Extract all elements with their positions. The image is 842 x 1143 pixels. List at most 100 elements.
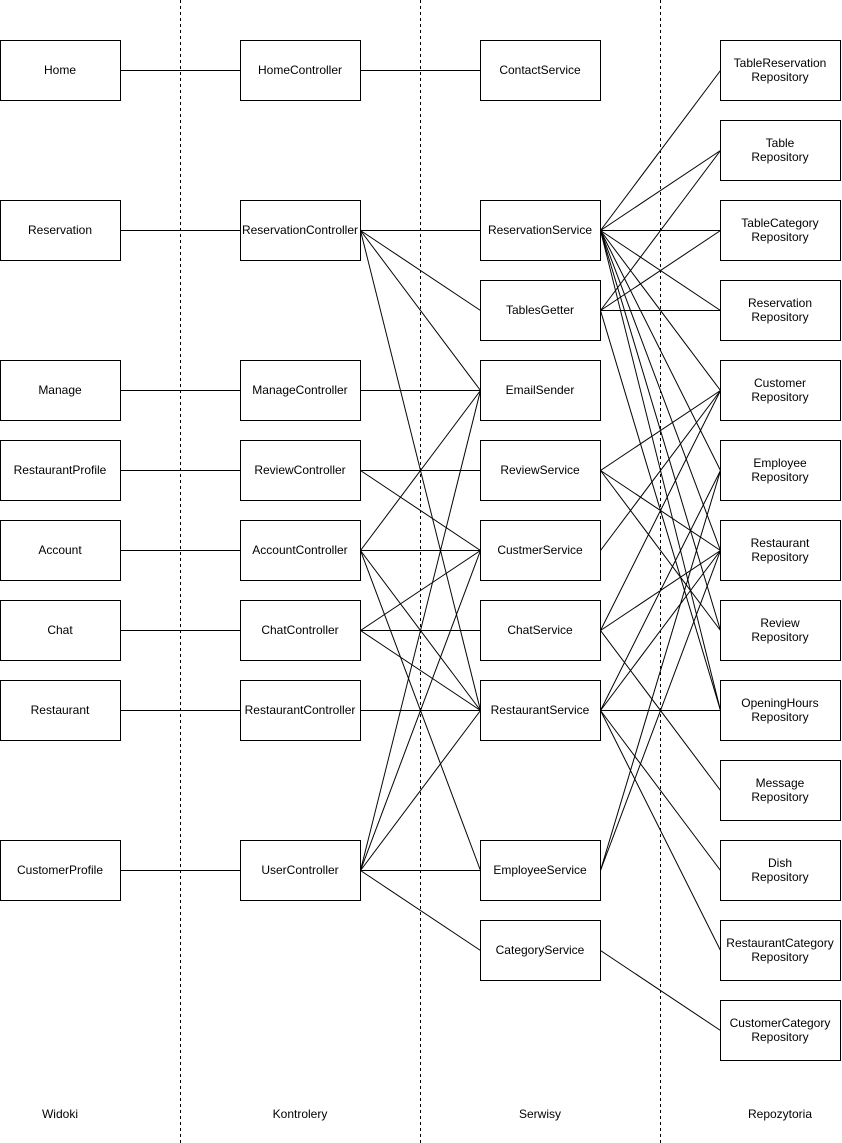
node-label: ReservationController (242, 223, 358, 237)
node-label: CustomerCategory (730, 1016, 831, 1030)
node-label: Repository (751, 630, 808, 644)
edge-tables-getter-to-table-repo (600, 150, 721, 311)
node-label: Repository (751, 1030, 808, 1044)
node-box (480, 280, 601, 341)
edge-restaurant-service-to-employee-repo (600, 470, 721, 711)
edge-review-service-to-customer-repo (600, 390, 721, 471)
node-label: CustmerService (497, 543, 583, 557)
node-email-sender: EmailSender (480, 360, 601, 421)
node-customer-profile: CustomerProfile (0, 840, 121, 901)
node-box (480, 360, 601, 421)
edge-chat-service-to-customer-repo (600, 390, 721, 631)
dependency-edges (120, 70, 721, 1031)
node-label: ChatController (261, 623, 338, 637)
node-manage: Manage (0, 360, 121, 421)
node-label: Account (38, 543, 82, 557)
node-box (0, 360, 121, 421)
node-manage-controller: ManageController (240, 360, 361, 421)
node-label: Dish (768, 856, 792, 870)
node-account-controller: AccountController (240, 520, 361, 581)
column-label-views: Widoki (42, 1107, 78, 1121)
node-label: Repository (751, 390, 808, 404)
edge-category-service-to-customer-category-repo (600, 950, 721, 1031)
edge-review-controller-to-customer-service (360, 470, 481, 551)
node-box (720, 280, 841, 341)
edge-employee-service-to-restaurant-repo (600, 550, 721, 871)
node-label: Home (44, 63, 76, 77)
node-box (480, 920, 601, 981)
node-label: Repository (751, 310, 808, 324)
edge-reservation-controller-to-tables-getter (360, 230, 481, 311)
node-label: RestaurantCategory (726, 936, 833, 950)
edge-user-controller-to-email-sender (360, 390, 481, 871)
node-label: ReviewService (500, 463, 580, 477)
node-label: Chat (47, 623, 73, 637)
edge-restaurant-service-to-restaurant-repo (600, 550, 721, 711)
node-box (720, 120, 841, 181)
node-label: UserController (261, 863, 338, 877)
node-box (720, 920, 841, 981)
edge-chat-controller-to-customer-service (360, 550, 481, 631)
node-label: Repository (751, 150, 808, 164)
node-box (720, 520, 841, 581)
edge-account-controller-to-email-sender (360, 390, 481, 551)
node-box (240, 840, 361, 901)
node-chat-controller: ChatController (240, 600, 361, 661)
node-label: Review (760, 616, 800, 630)
node-label: Repository (751, 470, 808, 484)
node-label: AccountController (252, 543, 347, 557)
node-box (720, 200, 841, 261)
edge-customer-service-to-customer-repo (600, 390, 721, 551)
node-label: HomeController (258, 63, 342, 77)
edge-chat-controller-to-restaurant-service (360, 630, 481, 711)
node-box (240, 360, 361, 421)
node-label: Restaurant (31, 703, 90, 717)
node-label: Customer (754, 376, 806, 390)
node-box (720, 600, 841, 661)
column-label-services: Serwisy (519, 1107, 561, 1121)
diagram-nodes: HomeReservationManageRestaurantProfileAc… (0, 40, 841, 1061)
node-label: ManageController (252, 383, 347, 397)
node-box (480, 680, 601, 741)
edge-user-controller-to-category-service (360, 870, 481, 951)
node-label: Reservation (748, 296, 812, 310)
node-box (240, 440, 361, 501)
node-home: Home (0, 40, 121, 101)
node-label: EmployeeService (493, 863, 587, 877)
node-box (0, 840, 121, 901)
node-box (720, 1000, 841, 1061)
node-reservation-service: ReservationService (480, 200, 601, 261)
node-box (720, 440, 841, 501)
node-box (480, 40, 601, 101)
node-label: Message (756, 776, 805, 790)
node-label: Repository (751, 710, 808, 724)
node-label: CustomerProfile (17, 863, 103, 877)
node-restaurant: Restaurant (0, 680, 121, 741)
edge-reservation-service-to-table-repo (600, 150, 721, 231)
node-label: Repository (751, 950, 808, 964)
node-label: ReservationService (488, 223, 592, 237)
node-box (720, 40, 841, 101)
node-box (0, 680, 121, 741)
node-label: ChatService (507, 623, 573, 637)
node-box (480, 200, 601, 261)
column-label-repositories: Repozytoria (748, 1107, 812, 1121)
edge-restaurant-service-to-dish-repo (600, 710, 721, 871)
node-box (240, 680, 361, 741)
node-contact-service: ContactService (480, 40, 601, 101)
node-label: TableReservation (734, 56, 827, 70)
node-account: Account (0, 520, 121, 581)
node-label: TablesGetter (506, 303, 574, 317)
node-box (720, 680, 841, 741)
edge-restaurant-service-to-restaurant-category-repo (600, 710, 721, 951)
